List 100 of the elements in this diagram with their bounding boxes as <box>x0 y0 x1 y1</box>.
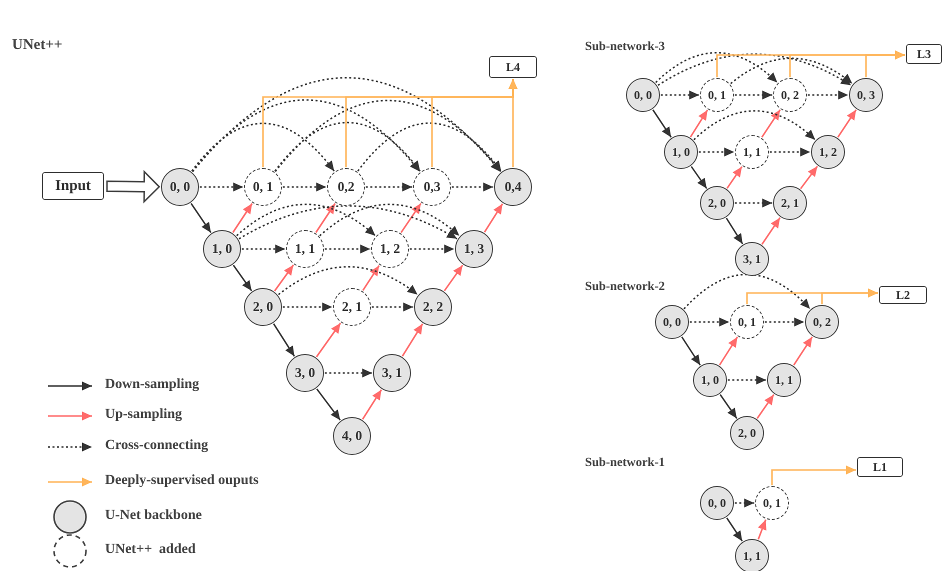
solid-circle-node: 0, 0 <box>700 486 734 520</box>
arrow <box>316 322 342 358</box>
arrow <box>315 203 336 233</box>
arrow <box>726 218 744 244</box>
solid-circle-node: 2, 0 <box>244 288 282 326</box>
arrow <box>821 288 878 304</box>
dashed-circle-node: 1, 1 <box>735 135 769 169</box>
dotted-arrow <box>191 122 335 172</box>
label-box: L3 <box>906 44 942 64</box>
arrow <box>316 388 341 421</box>
solid-circle-node: 0, 0 <box>626 78 660 112</box>
dotted-arrow <box>698 148 734 156</box>
dashed-circle-node: 2, 1 <box>333 288 371 326</box>
dotted-arrow <box>690 318 730 326</box>
solid-circle-node: 3, 1 <box>373 354 411 392</box>
arrow <box>400 202 422 234</box>
dotted-arrow <box>366 182 412 192</box>
arrow <box>690 166 708 189</box>
solid-circle-node: 0, 2 <box>805 305 839 339</box>
label-box: L4 <box>489 56 537 78</box>
dotted-arrow <box>655 52 778 84</box>
arrow <box>720 394 738 419</box>
subnetwork-heading: Sub-network-2 <box>585 279 665 294</box>
dotted-arrow <box>324 244 370 254</box>
arrow <box>444 264 464 292</box>
arrow <box>761 109 781 138</box>
diagram-title: UNet++ <box>12 37 62 54</box>
arrow <box>726 166 743 189</box>
arrow <box>800 166 818 190</box>
dotted-arrow <box>357 122 502 172</box>
solid-circle-node: 2, 0 <box>700 186 734 220</box>
dotted-arrow <box>730 58 853 84</box>
dotted-arrow <box>200 182 244 192</box>
subnetwork-heading: Sub-network-3 <box>585 39 665 54</box>
arrow <box>837 109 857 138</box>
arrow <box>681 336 701 366</box>
dotted-arrow <box>372 302 414 312</box>
dotted-arrow <box>693 110 816 140</box>
legend-text: Down-sampling <box>105 377 200 393</box>
arrow <box>362 389 382 420</box>
solid-circle-node: 3, 1 <box>735 242 769 276</box>
dotted-arrow <box>274 122 421 172</box>
dotted-arrow <box>236 204 376 236</box>
dotted-arrow <box>808 90 848 100</box>
arrow <box>272 323 296 357</box>
arrow <box>232 203 253 233</box>
block-arrow <box>106 170 160 204</box>
dotted-arrow <box>282 302 332 312</box>
arrow <box>865 50 905 78</box>
dotted-arrow <box>764 318 804 326</box>
solid-circle-node: 1, 3 <box>455 230 493 268</box>
legend-text: UNet++ added <box>105 542 196 558</box>
dotted-arrow <box>410 244 454 254</box>
dotted-arrow <box>658 53 852 86</box>
solid-circle-node: 1, 1 <box>767 363 801 397</box>
subnetwork-heading: Sub-network-1 <box>585 455 665 470</box>
dashed-circle-node: 0, 2 <box>773 78 807 112</box>
dashed-circle-node: 0, 1 <box>755 486 789 520</box>
dotted-arrow <box>324 368 372 378</box>
dashed-circle-node: 1, 2 <box>371 230 409 268</box>
solid-circle-node: 0, 0 <box>161 168 199 206</box>
dotted-arrow <box>278 266 418 296</box>
dotted-arrow <box>282 182 326 192</box>
solid-circle-node: 1, 1 <box>735 539 769 571</box>
dotted-arrow <box>683 274 811 310</box>
arrow <box>402 323 424 357</box>
dotted-arrow <box>734 498 754 508</box>
solid-circle-node: 0, 3 <box>849 78 883 112</box>
dashed-circle-node: 0,3 <box>413 168 451 206</box>
solid-circle-node: 0, 0 <box>655 305 689 339</box>
legend-text: Deeply-supervised ouputs <box>105 473 259 489</box>
solid-circle-node: 1, 2 <box>811 135 845 169</box>
dashed-circle-node: 0, 1 <box>700 78 734 112</box>
solid-circle-node: 3, 0 <box>286 354 324 392</box>
arrow <box>718 336 738 366</box>
legend-text: Cross-connecting <box>105 438 208 454</box>
arrow <box>793 336 813 366</box>
dotted-arrow <box>192 77 501 172</box>
arrow <box>758 519 766 540</box>
dashed-circle-node: 1, 1 <box>286 230 324 268</box>
arrow <box>761 217 781 245</box>
arrow <box>652 109 672 138</box>
solid-circle-node: 2, 0 <box>730 416 764 450</box>
dotted-arrow <box>274 100 502 172</box>
label-box: L2 <box>879 286 927 304</box>
dashed-circle-node: 0,2 <box>327 168 365 206</box>
solid-circle-node: 1, 0 <box>203 230 241 268</box>
dotted-arrow <box>770 148 810 156</box>
arrow <box>362 265 380 291</box>
solid-circle-node: 1, 0 <box>693 363 727 397</box>
dashed-circle-node: 0, 1 <box>244 168 282 206</box>
legend-text: Up-sampling <box>105 407 182 423</box>
dotted-arrow <box>728 376 766 384</box>
dotted-arrow <box>734 198 772 208</box>
label-box: Input <box>42 172 104 200</box>
dotted-arrow <box>452 182 494 192</box>
arrow <box>756 394 774 419</box>
dotted-arrow <box>192 99 420 172</box>
solid-circle-node: 4, 0 <box>333 417 371 455</box>
arrow <box>232 264 252 292</box>
